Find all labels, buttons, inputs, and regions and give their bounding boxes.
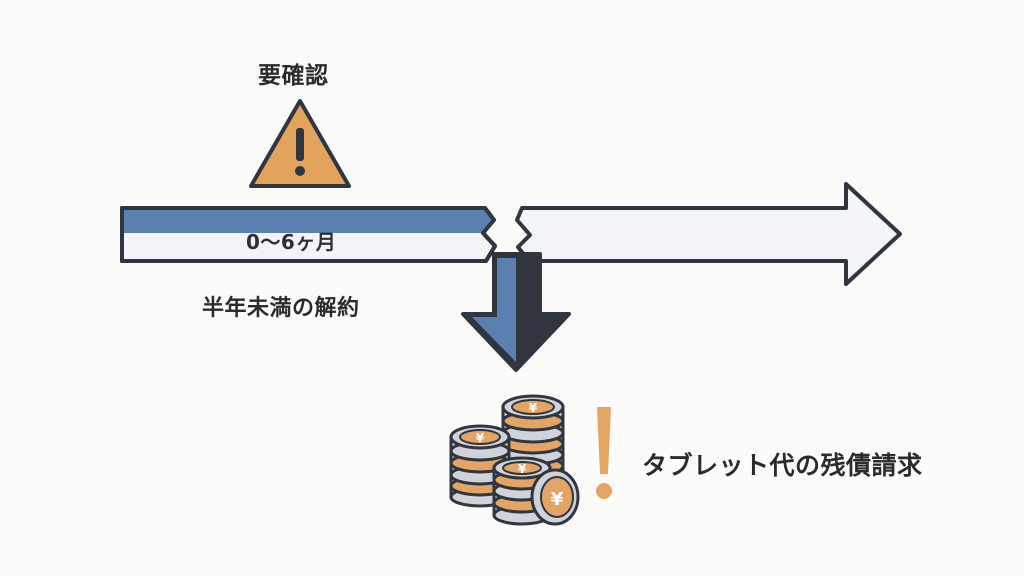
timeline-future-arrow xyxy=(515,182,902,286)
timeline-early-segment xyxy=(120,206,497,263)
yen-coin-stack-icon: ¥ ¥ ¥ xyxy=(449,394,580,526)
claim-label: タブレット代の残債請求 xyxy=(642,451,923,480)
exclamation-icon xyxy=(596,407,612,499)
warning-title: 要確認 xyxy=(258,63,329,89)
cancel-down-arrow xyxy=(461,252,571,372)
svg-text:¥: ¥ xyxy=(518,462,527,476)
svg-text:¥: ¥ xyxy=(476,431,485,445)
front-yen-coin: ¥ xyxy=(530,468,580,526)
warning-triangle-icon xyxy=(249,99,351,188)
cancel-label: 半年未満の解約 xyxy=(202,296,360,321)
period-label: 0〜6ヶ月 xyxy=(246,230,337,254)
svg-text:¥: ¥ xyxy=(529,401,538,415)
svg-text:¥: ¥ xyxy=(551,489,564,510)
